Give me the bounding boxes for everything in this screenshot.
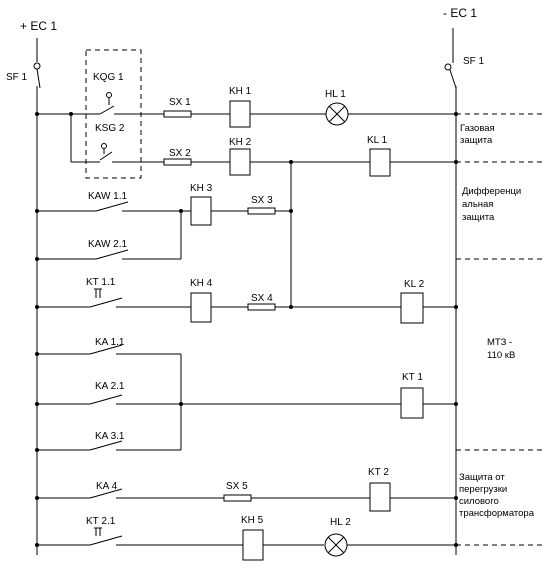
contact-ksg2-label: KSG 2 <box>95 123 125 134</box>
relay-kl2-label: KL 2 <box>404 279 425 290</box>
fuse-sx1-label: SX 1 <box>169 97 191 108</box>
relay-kh2-label: KH 2 <box>229 137 252 148</box>
junction-dots <box>35 112 458 547</box>
relay-kh5-label: KH 5 <box>241 515 264 526</box>
contact-kt21-label: KT 2.1 <box>86 516 116 527</box>
contact-ka4-label: KA 4 <box>96 481 118 492</box>
zone-separators <box>456 113 546 546</box>
contact-kqg1-label: KQG 1 <box>93 72 124 83</box>
row-differential: KAW 1.1 KAW 2.1 KH 3 SX 3 <box>37 183 291 260</box>
zone-diff-label: Дифференци альная защита <box>462 186 524 223</box>
zone-mtz-label: МТЗ - 110 кВ <box>487 337 515 361</box>
relay-kt2-label: KT 2 <box>368 467 389 478</box>
contact-ka21-label: KA 2.1 <box>95 381 125 392</box>
relay-kh4-label: KH 4 <box>190 278 213 289</box>
zone-gas-label: Газовая защита <box>460 123 497 146</box>
left-breaker-sf1: SF 1 <box>6 38 41 555</box>
relay-kl1-label: KL 1 <box>367 135 388 146</box>
lamp-hl1-label: HL 1 <box>325 89 346 100</box>
zone-overload-label: Защита от перегрузки силового трансформа… <box>459 472 535 519</box>
row-mtz-time: KT 1.1 KH 4 SX 4 KL 2 <box>37 277 456 324</box>
contact-ka31-label: KA 3.1 <box>95 431 125 442</box>
right-breaker-label: SF 1 <box>463 56 485 67</box>
row-gas-signal: SX 1 KH 1 HL 1 <box>37 86 456 128</box>
fuse-sx5-label: SX 5 <box>226 481 248 492</box>
fuse-sx4-label: SX 4 <box>251 293 273 304</box>
lamp-hl2-label: HL 2 <box>330 517 351 528</box>
relay-kt1-label: KT 1 <box>402 372 423 383</box>
right-breaker-sf1: SF 1 <box>444 28 485 555</box>
contact-kaw11-label: KAW 1.1 <box>88 191 128 202</box>
contact-ka11-label: KA 1.1 <box>95 337 125 348</box>
relay-kh3-label: KH 3 <box>190 183 213 194</box>
row-overload-signal: KT 2.1 KH 5 HL 2 <box>37 515 456 561</box>
fuse-sx2-label: SX 2 <box>169 148 191 159</box>
row-gas-trip: SX 2 KH 2 KL 1 <box>70 114 456 177</box>
contact-kaw21-label: KAW 2.1 <box>88 239 128 250</box>
row-mtz-current: KA 1.1 KA 2.1 KA 3.1 KT 1 <box>37 337 456 451</box>
relay-kh1-label: KH 1 <box>229 86 252 97</box>
row-overload: KA 4 SX 5 KT 2 <box>37 467 456 512</box>
minus-bus-label: - EC 1 <box>443 6 477 20</box>
left-breaker-label: SF 1 <box>6 72 28 83</box>
fuse-sx3-label: SX 3 <box>251 195 273 206</box>
plus-bus-label: + EC 1 <box>20 19 57 33</box>
contact-kt11-label: KT 1.1 <box>86 277 116 288</box>
